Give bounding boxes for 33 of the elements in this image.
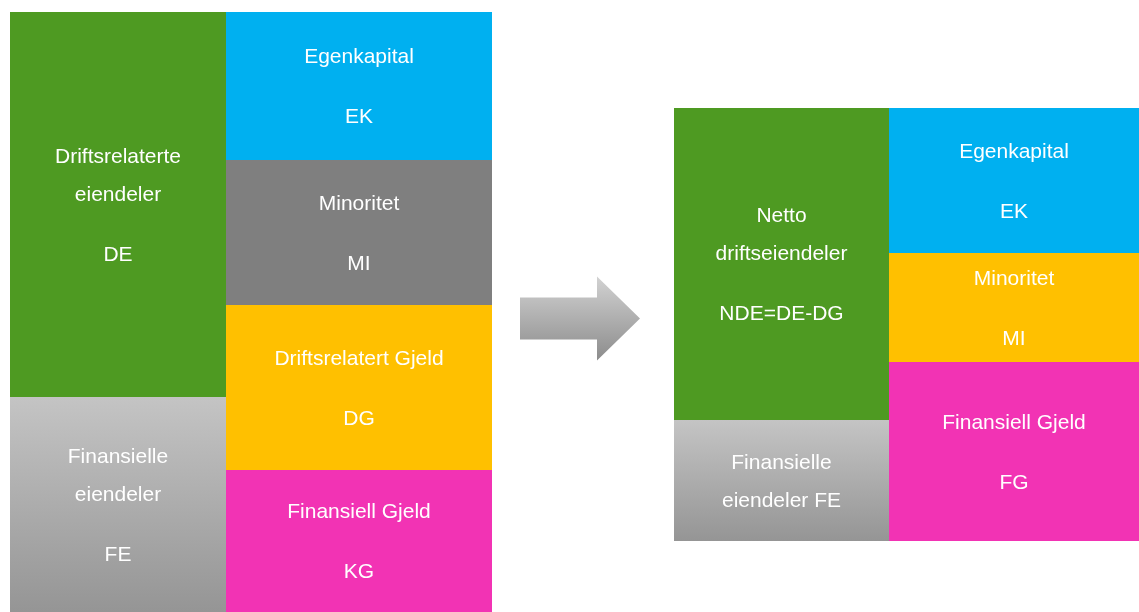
block-label: Egenkapital [304,43,414,69]
balance-block [226,470,492,612]
balance-block [889,253,1139,362]
balance-block [10,12,226,397]
block-label: NDE=DE-DG [719,300,844,326]
block-label: MI [347,249,371,276]
balance-block [226,160,492,305]
block-label: MI [1002,324,1026,351]
block-label: FG [999,468,1029,495]
balance-block [674,108,889,420]
block-label: EK [1000,197,1028,224]
balance-block [889,362,1139,541]
block-label: Finansiell Gjeld [287,498,431,524]
block-label: DG [343,404,375,431]
block-label: Driftsrelatert Gjeld [274,344,444,371]
balance-block [889,108,1139,253]
block-label: Minoritet [318,189,400,216]
block-label: Finansiell Gjeld [942,408,1086,435]
block-label: Netto driftseiendeler [714,202,849,266]
balance-block [10,397,226,612]
block-label: Driftsrelaterte eiendeler [54,142,182,207]
block-label: Minoritet [973,264,1055,291]
block-label: Egenkapital [959,137,1069,164]
balance-block [226,12,492,160]
block-label: KG [343,558,375,584]
block-arrow [520,276,640,361]
block-label: EK [345,103,373,129]
balance-block [674,420,889,541]
block-label: DE [103,240,133,267]
block-label: Finansielle eiendeler FE [720,448,843,513]
balance-block [226,305,492,470]
block-label: FE [104,540,132,567]
block-label: Finansielle eiendeler [66,442,170,507]
